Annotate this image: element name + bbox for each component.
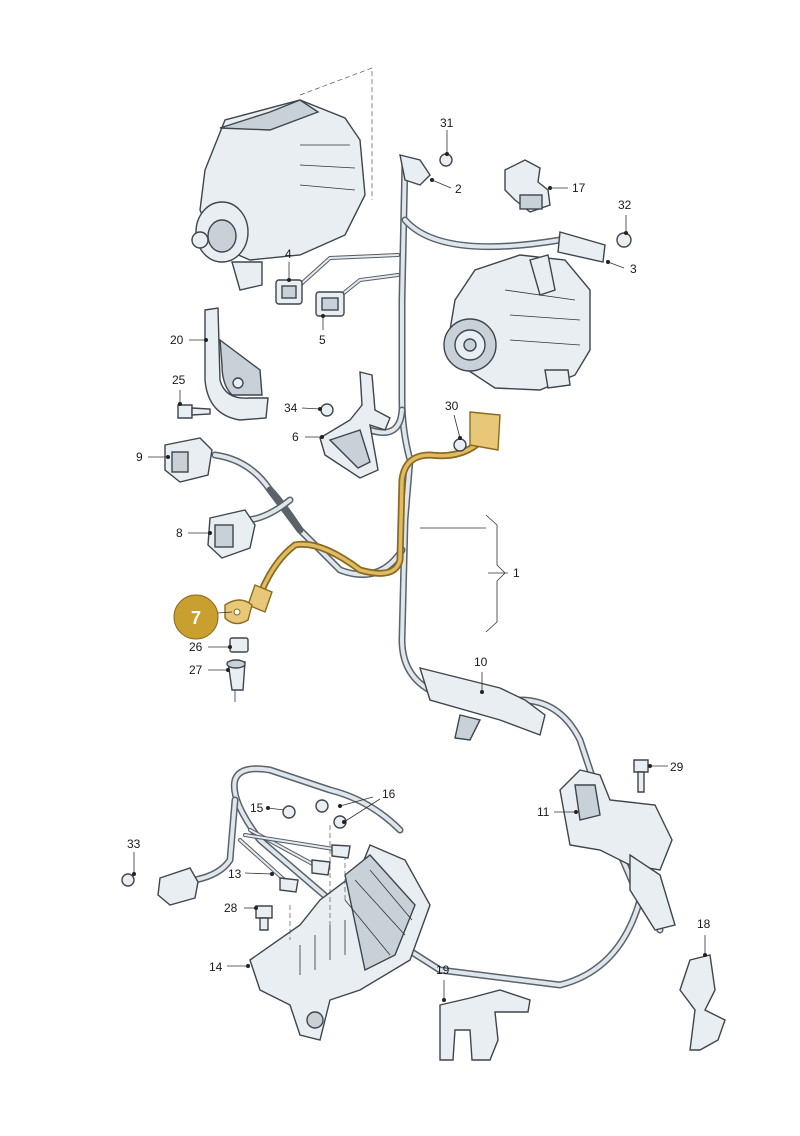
- callout-2[interactable]: 2: [455, 182, 462, 196]
- callout-labels: 1 2 3 4 5 6 8 9 10 11 13 14 15 16 17 18 …: [127, 116, 711, 977]
- cables-13-15-16: [238, 799, 351, 893]
- callout-7-label: 7: [191, 608, 201, 628]
- bracket-19: [439, 989, 531, 1061]
- callout-17[interactable]: 17: [572, 181, 586, 195]
- callout-15[interactable]: 15: [250, 801, 264, 815]
- connector-5: [315, 291, 345, 317]
- callout-9[interactable]: 9: [136, 450, 143, 464]
- callout-6[interactable]: 6: [292, 430, 299, 444]
- leader-lines: [132, 130, 707, 1002]
- bracket-18: [679, 954, 726, 1051]
- callout-7-highlight[interactable]: 7: [173, 594, 233, 640]
- callout-1[interactable]: 1: [513, 566, 520, 580]
- connector-17: [504, 159, 551, 213]
- callout-28[interactable]: 28: [224, 901, 238, 915]
- callout-34[interactable]: 34: [284, 401, 298, 415]
- bolt-25: [177, 404, 211, 419]
- starter-motor: [191, 67, 373, 291]
- alternator: [443, 254, 591, 391]
- connector-4: [275, 279, 303, 305]
- callout-20[interactable]: 20: [170, 333, 184, 347]
- highlighted-cable: [224, 411, 501, 625]
- callout-27[interactable]: 27: [189, 663, 203, 677]
- connector-33: [121, 867, 199, 906]
- bracket-1: [485, 514, 506, 633]
- connector-wires: [298, 253, 400, 302]
- bolt-29: [633, 759, 649, 793]
- bracket-6: [319, 371, 391, 479]
- callout-30[interactable]: 30: [445, 399, 459, 413]
- connector-9: [164, 437, 213, 483]
- callout-3[interactable]: 3: [630, 262, 637, 276]
- holder-11: [559, 769, 676, 931]
- callout-33[interactable]: 33: [127, 837, 141, 851]
- callout-29[interactable]: 29: [670, 760, 684, 774]
- callout-18[interactable]: 18: [697, 917, 711, 931]
- callout-32[interactable]: 32: [618, 198, 632, 212]
- nut-31: [439, 153, 453, 167]
- callout-25[interactable]: 25: [172, 373, 186, 387]
- callout-8[interactable]: 8: [176, 526, 183, 540]
- nut-26: [229, 637, 249, 653]
- grommet-27: [226, 659, 246, 691]
- connector-8: [207, 509, 256, 559]
- callout-14[interactable]: 14: [209, 960, 223, 974]
- callout-11[interactable]: 11: [537, 805, 550, 819]
- callout-13[interactable]: 13: [228, 867, 242, 881]
- fuse-box-14: [249, 825, 431, 1041]
- callout-19[interactable]: 19: [436, 963, 450, 977]
- grommet-10: [418, 667, 546, 741]
- callout-16[interactable]: 16: [382, 787, 396, 801]
- bracket-30: [453, 438, 467, 452]
- callout-26[interactable]: 26: [189, 640, 203, 654]
- callout-4[interactable]: 4: [285, 247, 292, 261]
- bolt-28: [255, 905, 273, 931]
- callout-10[interactable]: 10: [474, 655, 488, 669]
- callout-5[interactable]: 5: [319, 333, 326, 347]
- pipe-20: [204, 307, 269, 421]
- nut-34: [320, 403, 334, 417]
- nut-32: [616, 232, 632, 248]
- callout-31[interactable]: 31: [440, 116, 454, 130]
- main-harness: [191, 154, 664, 989]
